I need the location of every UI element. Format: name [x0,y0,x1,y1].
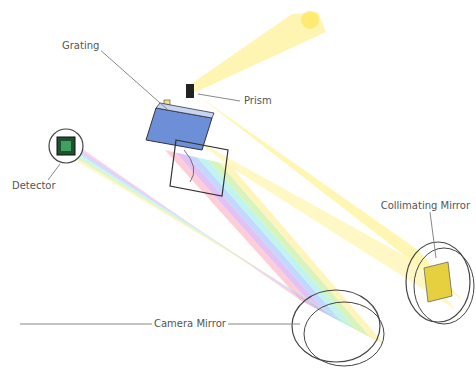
part-label: Camera Mirror [152,318,228,330]
part-label: Collimating Mirror [379,200,472,212]
part-label: Grating [60,40,101,52]
part-label: Detector [10,180,58,192]
part-label: Prism [242,95,274,107]
